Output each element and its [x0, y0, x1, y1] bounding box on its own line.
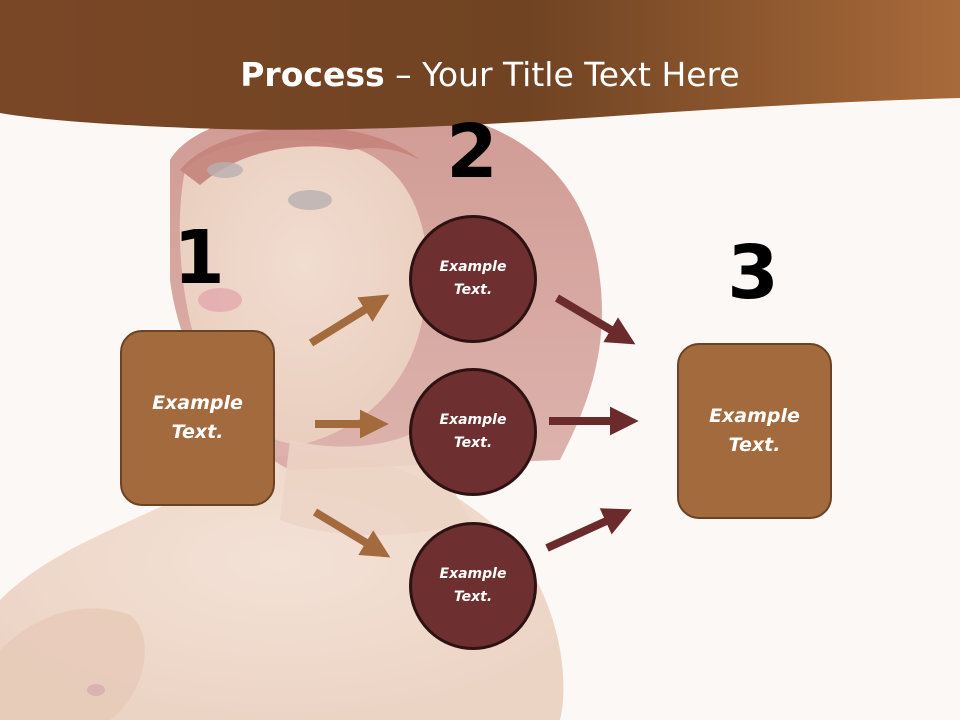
arrow-left-down [312, 508, 391, 558]
circle-bottom-text: Example Text. [439, 566, 507, 605]
title-rest: – Your Title Text Here [384, 55, 740, 94]
circle-top-text: Example Text. [439, 259, 507, 298]
right-box-text: Example Text. [709, 405, 800, 456]
arrow-right-down [554, 294, 636, 345]
arrow-right-up [545, 508, 632, 552]
step-number-3: 3 [727, 230, 779, 316]
step-number-2: 2 [446, 109, 498, 195]
left-box-text: Example Text. [152, 392, 243, 443]
circle-bottom: Example Text. [409, 522, 537, 650]
circle-top: Example Text. [409, 215, 537, 343]
arrow-left-up [308, 294, 390, 347]
circle-middle: Example Text. [409, 368, 537, 496]
title-bold: Process [240, 55, 385, 94]
circle-middle-text: Example Text. [439, 412, 507, 451]
step-number-1: 1 [173, 215, 225, 301]
page-title: Process – Your Title Text Here [0, 52, 960, 98]
right-box: Example Text. [677, 343, 832, 519]
left-box: Example Text. [120, 330, 275, 506]
header-band [0, 0, 960, 130]
